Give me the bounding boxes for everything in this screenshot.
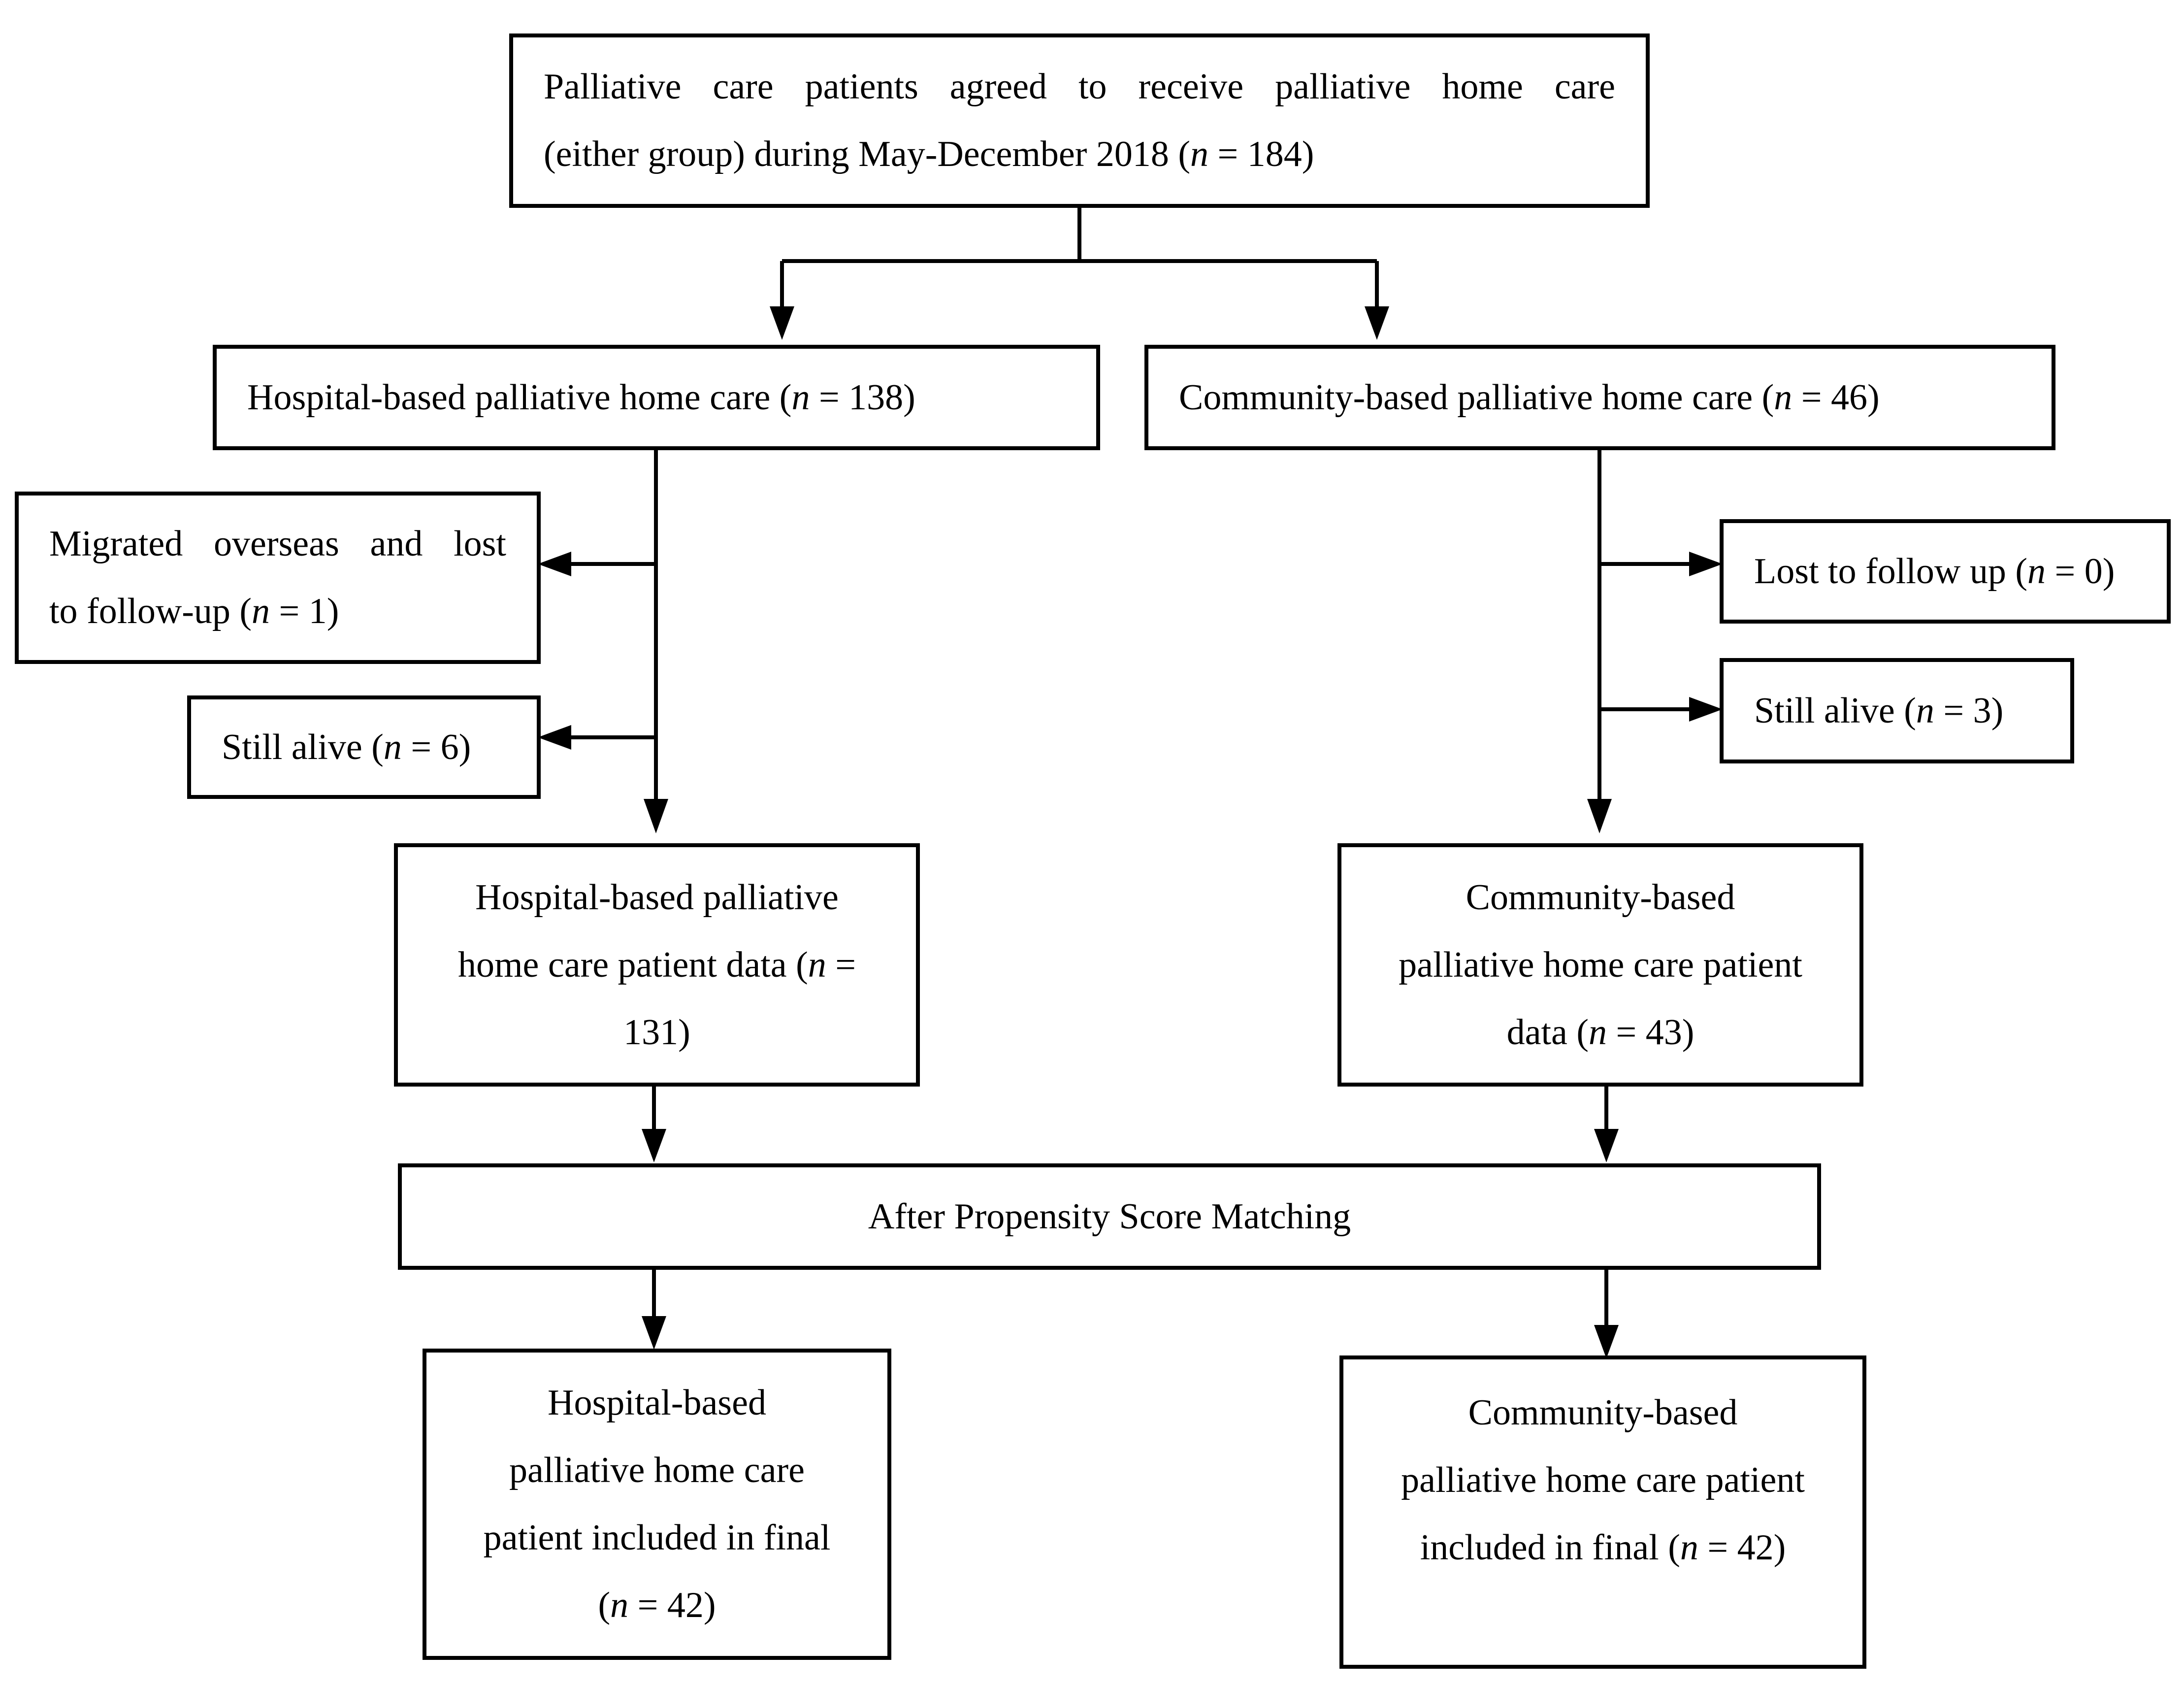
hospital-data-line2: home care patient data (n = (457, 944, 856, 985)
migrated-lost-box: Migrated overseas and lost to follow-up … (15, 492, 541, 664)
community-final-line1: Community-based (1468, 1392, 1738, 1433)
propensity-score-matching-box: After Propensity Score Matching (398, 1163, 1821, 1270)
arrow-head (642, 1129, 666, 1162)
community-data-line3: data (n = 43) (1506, 1012, 1695, 1053)
migrated-line2: to follow-up (n = 1) (49, 591, 339, 631)
hospital-final-box: Hospital-based palliative home care pati… (423, 1349, 891, 1660)
arrow-head (538, 725, 571, 750)
arrow-head (1689, 552, 1723, 576)
community-final-line2: palliative home care patient (1401, 1460, 1805, 1500)
community-still-alive-box: Still alive (n = 3) (1720, 658, 2074, 763)
hospital-final-line1: Hospital-based (548, 1383, 766, 1423)
psm-label: After Propensity Score Matching (868, 1196, 1351, 1237)
arrow-head (1594, 1129, 1619, 1162)
community-based-box: Community-based palliative home care (n … (1144, 345, 2055, 450)
migrated-line1: Migrated overseas and lost (49, 524, 506, 564)
arrow-head (1587, 799, 1612, 833)
community-based-label: Community-based palliative home care (n … (1179, 377, 1880, 418)
arrow-head (538, 552, 571, 576)
hospital-based-box: Hospital-based palliative home care (n =… (213, 345, 1100, 450)
community-data-box: Community-based palliative home care pat… (1337, 843, 1863, 1087)
hospital-still-alive-box: Still alive (n = 6) (187, 695, 541, 799)
enrolled-line2: (either group) during May-December 2018 … (544, 134, 1314, 174)
enrolled-line1: Palliative care patients agreed to recei… (544, 66, 1615, 107)
community-final-line3: included in final (n = 42) (1420, 1527, 1786, 1568)
hospital-final-line2: palliative home care (509, 1450, 805, 1490)
arrow-head (644, 799, 668, 833)
arrow-head (1365, 306, 1389, 340)
community-data-line1: Community-based (1466, 877, 1735, 918)
hospital-based-label: Hospital-based palliative home care (n =… (247, 377, 915, 418)
hospital-data-line3: 131) (623, 1012, 690, 1053)
hospital-data-box: Hospital-based palliative home care pati… (394, 843, 920, 1087)
hospital-still-alive-label: Still alive (n = 6) (222, 727, 471, 767)
arrow-head (770, 306, 794, 340)
hospital-final-line3: patient included in final (483, 1518, 831, 1558)
community-still-alive-label: Still alive (n = 3) (1754, 690, 2004, 731)
enrolled-box: Palliative care patients agreed to recei… (509, 33, 1650, 208)
arrow-head (1594, 1325, 1619, 1358)
hospital-data-line1: Hospital-based palliative (475, 877, 839, 918)
arrow-head (1689, 697, 1723, 722)
community-data-line2: palliative home care patient (1399, 944, 1802, 985)
lost-follow-up-box: Lost to follow up (n = 0) (1720, 519, 2171, 624)
arrow-head (642, 1316, 666, 1350)
community-final-box: Community-based palliative home care pat… (1339, 1355, 1866, 1669)
hospital-final-line4: (n = 42) (598, 1585, 716, 1625)
lost-follow-up-label: Lost to follow up (n = 0) (1754, 551, 2115, 592)
